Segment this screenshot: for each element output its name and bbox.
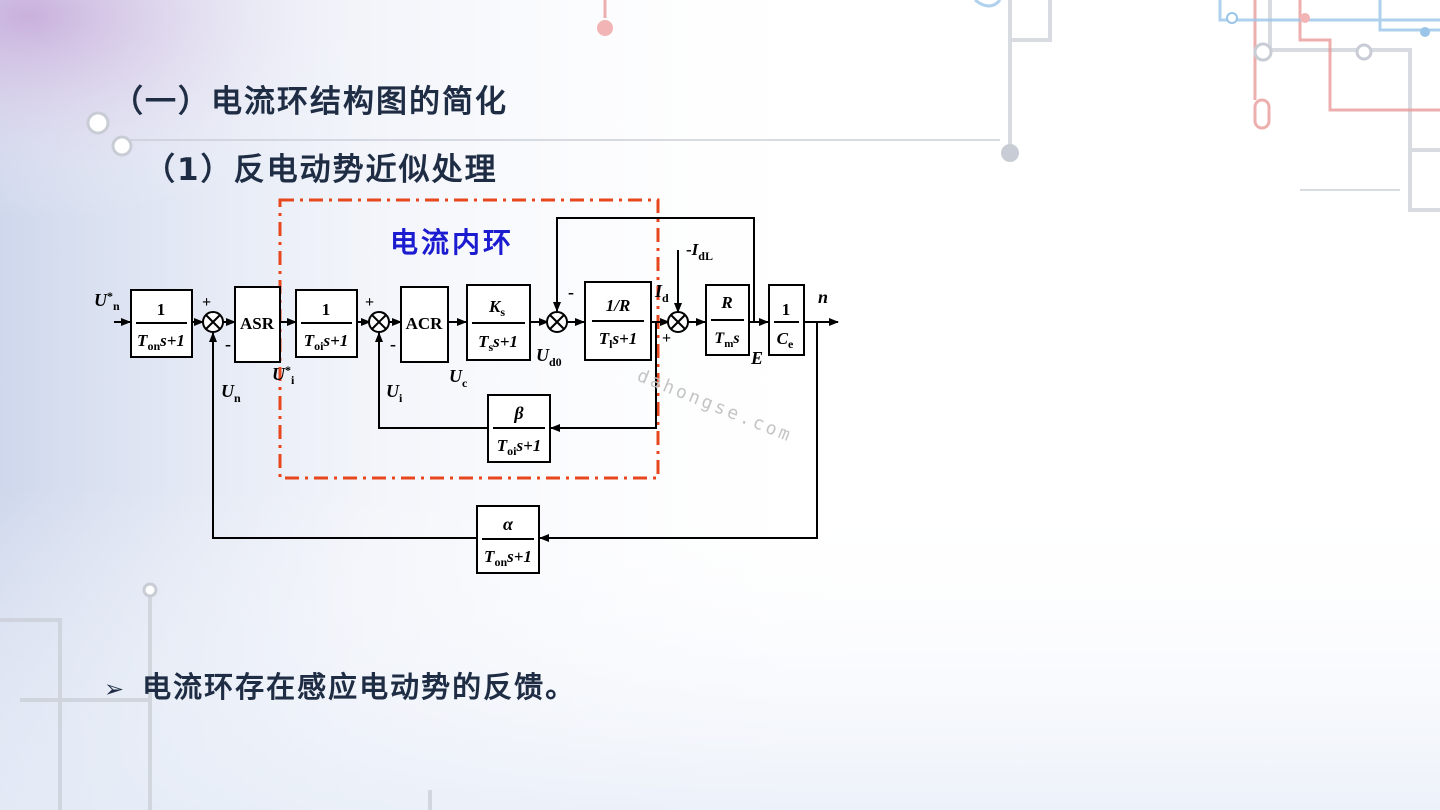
page-title: （一）电流环结构图的简化 [112, 84, 508, 120]
block-acr: ACR [400, 286, 449, 363]
tf-den: Tss+1 [478, 332, 518, 354]
signal-ud0: Ud0 [536, 345, 562, 369]
signal-e: E [750, 348, 763, 368]
tf-num: β [513, 403, 524, 423]
tf-den: Tons+1 [484, 547, 532, 569]
tf-num: R [720, 293, 732, 312]
tf-num: 1 [157, 300, 166, 319]
block-input-filter: 1 Tons+1 [130, 289, 193, 358]
section-subtitle: （1）反电动势近似处理 [144, 152, 498, 188]
sign-speed-minus: - [225, 334, 231, 354]
block-current-filter: 1 Tois+1 [295, 289, 358, 358]
svg-text:ASR: ASR [240, 314, 275, 333]
inner-loop-label: 电流内环 [390, 226, 514, 259]
sign-current-plus: + [365, 294, 374, 311]
block-mechanical: R Tms [705, 284, 750, 356]
block-asr: ASR [234, 286, 281, 363]
sign-emf-minus: - [568, 282, 574, 302]
signal-un-star: U*n [94, 289, 120, 313]
summing-junction-emf [546, 311, 568, 333]
tf-num: 1 [782, 300, 791, 319]
svg-text:ACR: ACR [406, 314, 444, 333]
bullet-text: 电流环存在感应电动势的反馈。 [142, 670, 577, 704]
block-current-feedback: β Tois+1 [487, 394, 551, 463]
sign-speed-plus: + [202, 294, 211, 311]
sign-load-plus: + [662, 330, 671, 347]
block-armature: 1/R Tls+1 [584, 281, 652, 361]
signal-ui: Ui [386, 381, 403, 405]
tf-num: 1/R [606, 296, 631, 315]
signal-un: Un [221, 381, 241, 405]
tf-num: Ks [488, 297, 505, 319]
block-speed-feedback: α Tons+1 [476, 505, 540, 574]
tf-den: Tois+1 [304, 331, 349, 353]
tf-num: 1 [322, 300, 331, 319]
signal-id: Id [654, 281, 669, 305]
tf-den: Ce [777, 329, 794, 351]
signal-idl: -IdL [686, 240, 713, 263]
signal-uc: Uc [449, 366, 468, 390]
block-converter: Ks Tss+1 [466, 284, 531, 361]
bullet-arrow-icon: ➢ [104, 675, 127, 703]
signal-n: n [818, 287, 828, 307]
tf-num: α [503, 514, 514, 534]
summing-junction-current [368, 311, 390, 333]
bullet-point: ➢ 电流环存在感应电动势的反馈。 [104, 664, 576, 706]
block-emf: 1 Ce [768, 284, 805, 356]
summing-junction-speed [202, 311, 224, 333]
tf-den: Tons+1 [137, 331, 185, 353]
tf-den: Tms [714, 330, 739, 350]
signal-lines [114, 217, 839, 542]
tf-den: Tls+1 [599, 329, 638, 351]
tf-den: Tois+1 [497, 436, 542, 458]
summing-junction-load [667, 311, 689, 333]
signal-ui-star: U*i [272, 363, 295, 387]
sign-current-minus: - [390, 334, 396, 354]
